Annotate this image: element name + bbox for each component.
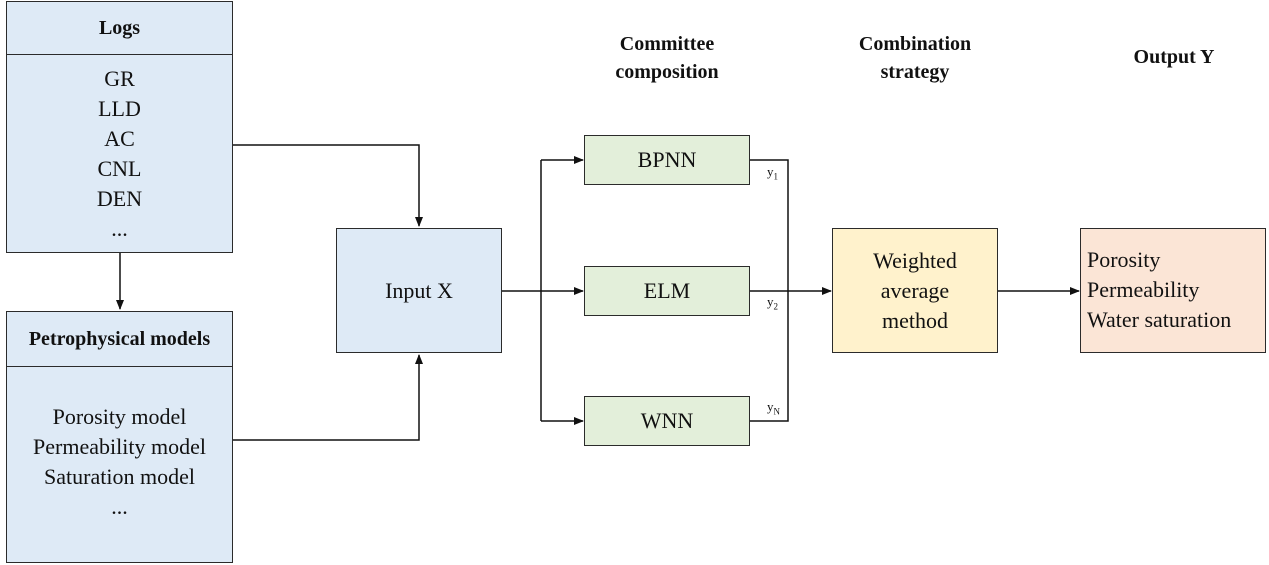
petrophysical-item: Permeability model bbox=[33, 434, 206, 459]
petrophysical-item: Saturation model bbox=[44, 464, 195, 489]
output-label-yn: yN bbox=[767, 399, 780, 417]
model-label: ELM bbox=[643, 278, 691, 303]
log-item: CNL bbox=[97, 156, 142, 181]
model-box-bpnn: BPNN bbox=[584, 135, 750, 185]
combiner-line: average bbox=[880, 277, 950, 303]
logs-title: Logs bbox=[7, 2, 232, 55]
committee-header: Committee composition bbox=[587, 30, 747, 86]
combination-header-line: Combination bbox=[858, 33, 972, 55]
output-item: Permeability bbox=[1087, 277, 1200, 302]
model-box-wnn: WNN bbox=[584, 396, 750, 446]
petrophysical-title: Petrophysical models bbox=[7, 312, 232, 367]
output-item: Porosity bbox=[1087, 247, 1161, 272]
output-box: Porosity Permeability Water saturation bbox=[1080, 228, 1266, 353]
arrow-petrophysical-to-input bbox=[233, 354, 423, 441]
petrophysical-list: Porosity model Permeability model Satura… bbox=[7, 402, 232, 522]
logs-box: Logs GR LLD AC CNL DEN ... bbox=[6, 1, 233, 253]
model-label: BPNN bbox=[637, 147, 697, 172]
log-item: AC bbox=[104, 126, 135, 151]
model-box-elm: ELM bbox=[584, 266, 750, 316]
petrophysical-box: Petrophysical models Porosity model Perm… bbox=[6, 311, 233, 563]
input-box: Input X bbox=[336, 228, 502, 353]
log-item: GR bbox=[104, 66, 135, 91]
output-label-y2: y2 bbox=[767, 294, 778, 312]
input-label: Input X bbox=[385, 277, 453, 303]
combiner-box: Weighted average method bbox=[832, 228, 998, 353]
log-item: DEN bbox=[96, 186, 143, 211]
model-label: WNN bbox=[640, 408, 694, 433]
combination-header-line: strategy bbox=[880, 61, 950, 83]
combiner-line: method bbox=[882, 307, 948, 333]
committee-header-line: composition bbox=[615, 61, 719, 83]
log-item: LLD bbox=[98, 96, 141, 121]
committee-header-line: Committee bbox=[619, 33, 715, 55]
output-label-y1: y1 bbox=[767, 164, 778, 182]
output-item: Water saturation bbox=[1087, 307, 1232, 332]
log-item: ... bbox=[111, 216, 128, 241]
output-list: Porosity Permeability Water saturation bbox=[1087, 245, 1231, 335]
combiner-line: Weighted bbox=[873, 247, 957, 273]
petrophysical-item: Porosity model bbox=[52, 404, 187, 429]
output-header: Output Y bbox=[1133, 46, 1215, 68]
arrow-logs-to-input bbox=[233, 144, 423, 227]
combination-header: Combination strategy bbox=[835, 30, 995, 86]
petrophysical-item: ... bbox=[111, 494, 128, 519]
logs-list: GR LLD AC CNL DEN ... bbox=[7, 64, 232, 244]
